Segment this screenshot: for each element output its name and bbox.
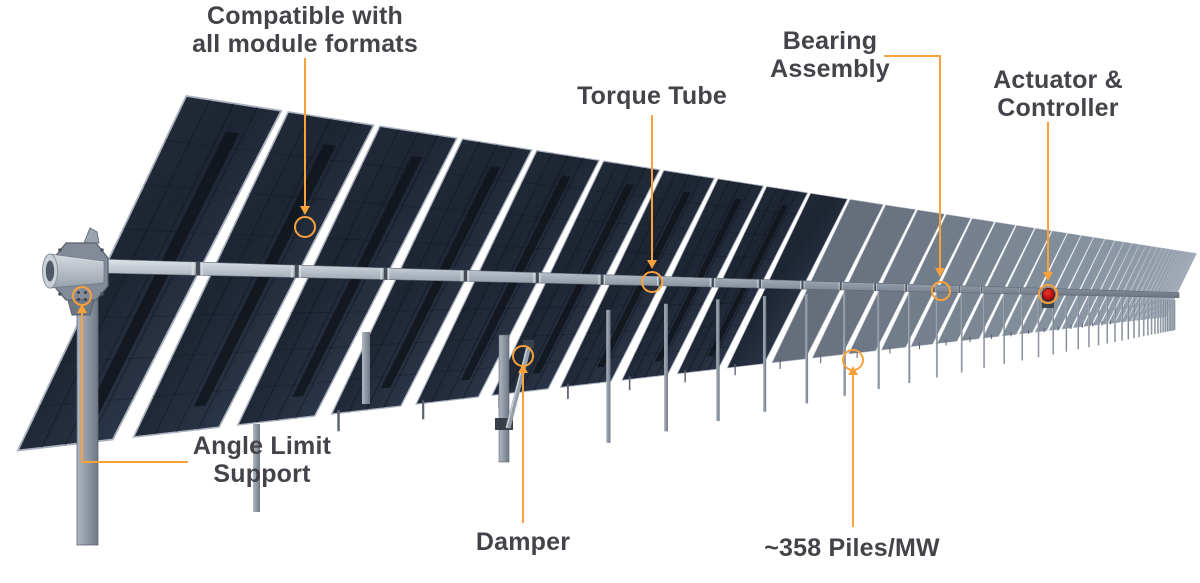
torque-tube-marker-ring: [641, 271, 663, 293]
actuator-motor-dot: [1042, 288, 1054, 300]
actuator-controller-arrow-icon: [1043, 272, 1053, 281]
torque-tube-leader-line: [651, 115, 653, 261]
angle-limit-arrow-icon: [77, 304, 87, 313]
damper-arrow-icon: [518, 364, 528, 373]
piles-arrow-icon: [848, 366, 858, 375]
angle-limit-label: Angle Limit Support: [192, 432, 332, 489]
bearing-assembly-marker-ring: [931, 281, 951, 301]
module-formats-marker-ring: [294, 216, 316, 238]
bearing-assembly-arrow-icon: [935, 268, 945, 277]
angle-limit-bolt: [84, 291, 87, 294]
damper-label: Damper: [475, 528, 571, 556]
damper-leader-line: [522, 373, 524, 523]
bearing-assembly-label: Bearing Assembly: [770, 27, 890, 84]
module-formats-label: Compatible with all module formats: [192, 2, 418, 59]
piles-label: ~358 Piles/MW: [764, 534, 940, 562]
actuator-controller-leader-line: [1047, 122, 1049, 273]
module-formats-leader-line: [304, 58, 306, 207]
piles-leader-line: [852, 375, 854, 527]
angle-limit-bolt: [77, 291, 80, 294]
angle-limit-bolt: [84, 298, 87, 301]
torque-tube-arrow-icon: [647, 260, 657, 269]
actuator-controller-label: Actuator & Controller: [993, 66, 1123, 123]
angle-limit-bolt: [77, 298, 80, 301]
angle-limit-leader-vertical: [81, 313, 83, 463]
angle-limit-marker-ring: [72, 286, 92, 306]
actuator-controller-marker-ring: [1038, 284, 1058, 304]
bearing-assembly-leader-horizontal: [884, 55, 941, 57]
bearing-assembly-leader-vertical: [939, 55, 941, 269]
torque-tube-label: Torque Tube: [577, 82, 727, 110]
module-formats-arrow-icon: [300, 206, 310, 215]
angle-limit-leader-horizontal: [81, 461, 188, 463]
